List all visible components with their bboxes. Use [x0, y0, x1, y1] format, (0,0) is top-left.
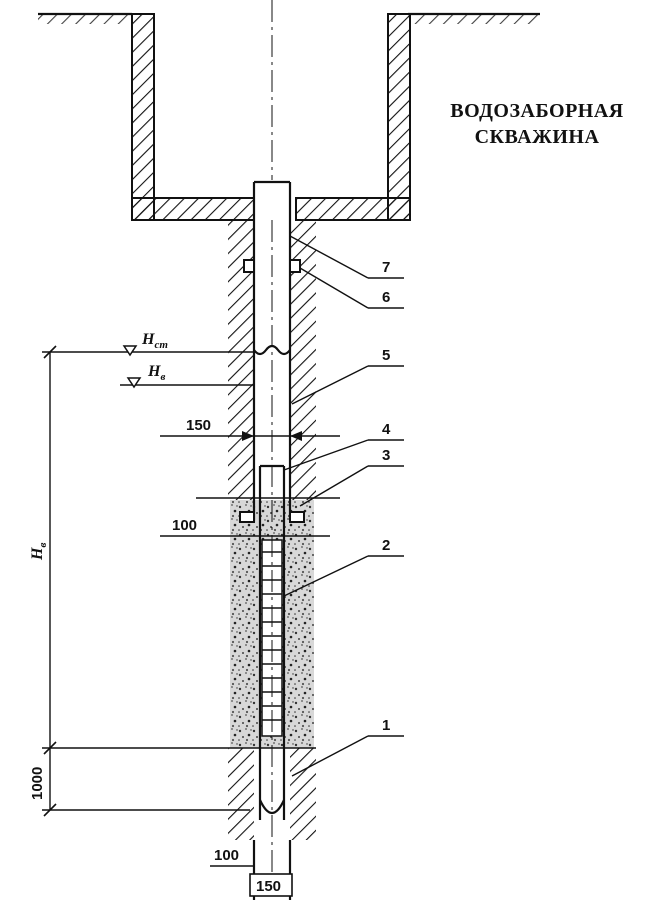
reference-lines [42, 351, 340, 867]
seal-height-label: 100 [172, 517, 197, 534]
pit-clamp [243, 259, 301, 273]
callout-leaders [283, 235, 404, 777]
callout-3: 3 [382, 447, 390, 464]
callout-4: 4 [382, 421, 391, 438]
water-level-markers [122, 345, 142, 389]
filter-column [252, 220, 292, 900]
callout-5: 5 [382, 347, 390, 364]
static-level-label: Hст [141, 331, 168, 351]
filter-zone-label: Hв [29, 543, 49, 561]
ground-surface [38, 12, 540, 24]
pipe-dia-top-label: 150 [186, 417, 211, 434]
pit-walls [131, 13, 411, 221]
diameter-dimension-top [160, 431, 340, 441]
diagram-title-line1: ВОДОЗАБОРНАЯ [450, 100, 624, 122]
diagram-title-line2: СКВАЖИНА [474, 126, 600, 148]
seal-collar [239, 511, 305, 523]
bottom-gap-label: 100 [214, 847, 239, 864]
sump-length-label: 1000 [29, 767, 46, 800]
vertical-dimensions [43, 345, 57, 817]
callout-1: 1 [382, 717, 390, 734]
callout-2: 2 [382, 537, 390, 554]
dynamic-level-label: Hв [147, 363, 165, 383]
callout-7: 7 [382, 259, 390, 276]
pipe-dia-bottom-label: 150 [256, 878, 281, 895]
callout-6: 6 [382, 289, 390, 306]
bottom-dia-box [249, 873, 293, 897]
